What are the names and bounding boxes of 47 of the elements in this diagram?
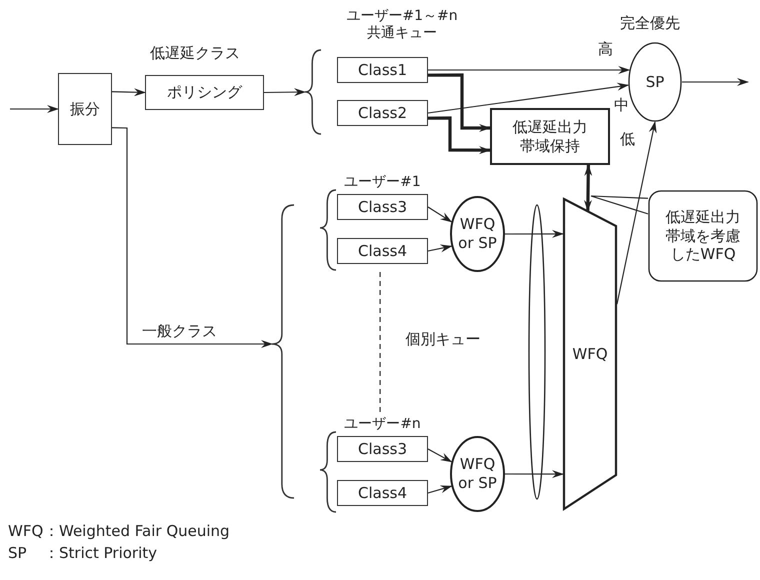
- edge-label: 中: [614, 96, 629, 115]
- bundle-ellipse: [528, 204, 546, 500]
- arrow: [112, 88, 146, 96]
- caption-label: 完全優先: [620, 14, 680, 33]
- arrow: [584, 164, 592, 212]
- footnote-text: ：Strict Priority: [44, 544, 158, 563]
- footnote-text: ：Weighted Fair Queuing: [44, 522, 230, 541]
- footnote-text: SP: [8, 544, 27, 562]
- arrow: [428, 66, 630, 74]
- callout-bubble: 低遅延出力帯域を考慮したWFQ: [648, 190, 758, 282]
- edge-label: 低: [620, 130, 635, 149]
- arrow: [428, 244, 452, 252]
- arrow: [616, 121, 657, 304]
- arrow: [428, 116, 491, 154]
- process-box: ポリシング: [145, 75, 264, 110]
- group-heading: ユーザー#1: [343, 174, 422, 191]
- arrow: [428, 485, 452, 494]
- leader-line: [590, 195, 648, 214]
- group-heading: ユーザー#n: [343, 416, 422, 433]
- queue-box: Class1: [337, 57, 428, 83]
- queue-box: Class2: [337, 100, 428, 126]
- arrow: [264, 88, 306, 96]
- arrow: [428, 73, 491, 132]
- wfq-scheduler: WFQ: [563, 198, 617, 510]
- process-box: 振分: [58, 73, 112, 145]
- edge-label: 一般クラス: [142, 322, 217, 341]
- queue-box: Class4: [337, 480, 428, 506]
- arrow: [10, 105, 59, 113]
- footnote-text: WFQ: [8, 522, 44, 540]
- scheduler-ellipse: SP: [628, 42, 682, 122]
- process-box: 低遅延出力帯域保持: [490, 108, 610, 165]
- arrow: [682, 78, 749, 86]
- arrow: [428, 448, 452, 462]
- arrow: [428, 206, 452, 222]
- arrow: [505, 470, 564, 478]
- arrow: [505, 230, 564, 238]
- group-label: 個別キュー: [404, 330, 482, 348]
- arrow: [428, 82, 630, 114]
- caption-label: 低遅延クラス: [150, 44, 240, 63]
- scheduler-ellipse: WFQ or SP: [450, 436, 505, 512]
- queue-box: Class4: [337, 238, 428, 264]
- group-heading: ユーザー#1～#n 共通キュー: [345, 8, 459, 42]
- arrow: [112, 127, 273, 348]
- scheduler-ellipse: WFQ or SP: [450, 196, 505, 272]
- edge-label: 高: [598, 40, 613, 59]
- queue-box: Class3: [337, 436, 428, 462]
- queue-box: Class3: [337, 194, 428, 220]
